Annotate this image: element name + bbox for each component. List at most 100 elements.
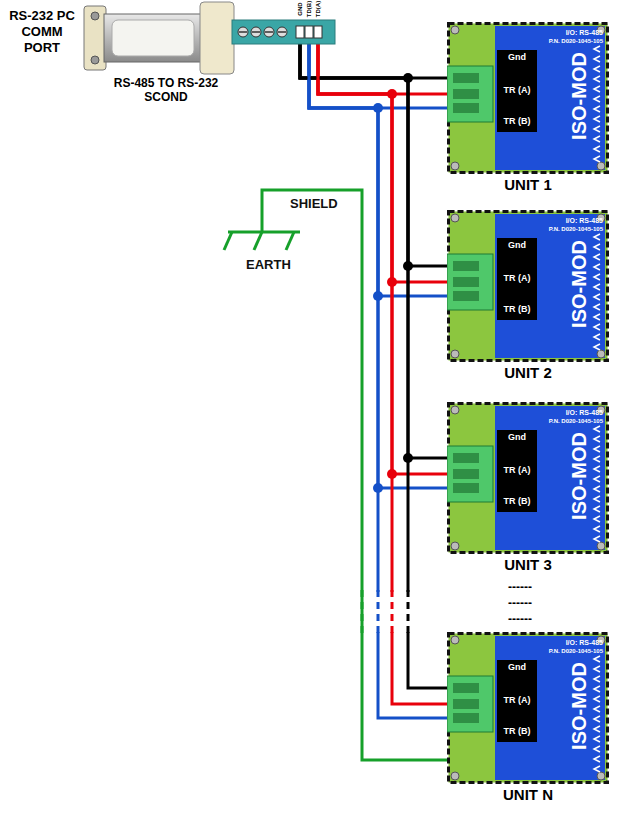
converter-label: RS-485 TO RS-232 SCOND: [104, 76, 228, 104]
chevron: [594, 56, 600, 62]
terminal-slot: [453, 277, 479, 287]
chevron: [594, 536, 600, 542]
chevron: [594, 334, 600, 340]
chevron: [594, 136, 600, 142]
corner-screw: [451, 542, 459, 550]
chevron: [594, 106, 600, 112]
part-number: P.N. D020-1045-105: [539, 37, 603, 45]
wire: [309, 44, 447, 718]
terminal-slot: [453, 713, 479, 723]
module-name: ISO-MOD: [567, 234, 591, 334]
bus-cable: [300, 44, 447, 718]
terminal-connector: [447, 254, 493, 310]
part-number: P.N. D020-1045-105: [539, 647, 603, 655]
module-board: [449, 634, 608, 783]
port-label: RS-232 PC COMM PORT: [2, 8, 82, 56]
corner-screw: [451, 214, 459, 222]
terminal-screw: [251, 27, 261, 37]
chevron: [594, 466, 600, 472]
chevron: [594, 766, 600, 772]
chevron: [594, 666, 600, 672]
chevron: [594, 496, 600, 502]
terminal-label-plate: [497, 430, 537, 512]
chevron: [594, 304, 600, 310]
chevron: [594, 716, 600, 722]
bus-cable: [300, 44, 447, 301]
wire-label: EARTH: [246, 257, 291, 273]
continuation-mark: ------: [508, 596, 532, 611]
terminal-connector: [447, 676, 493, 732]
terminal-name: Gnd: [497, 662, 537, 673]
io-label: I/O: RS-485: [539, 216, 603, 225]
chevron: [594, 476, 600, 482]
terminal-slot: [453, 699, 479, 709]
continuation-mark: ------: [508, 612, 532, 627]
module-panel: [495, 26, 605, 170]
chevron: [594, 66, 600, 72]
rs485-module: GndTR (A)TR (B)I/O: RS-485P.N. D020-1045…: [447, 402, 609, 574]
terminal-slot: [453, 453, 479, 463]
break-ground: [355, 592, 415, 632]
terminal-name: GND: [296, 0, 304, 21]
terminal-slot: [453, 73, 479, 83]
terminal-name: TR (A): [497, 273, 537, 284]
terminal-label-plate: [497, 50, 537, 132]
wire: [318, 44, 447, 94]
dashed-wire: [407, 590, 410, 634]
chevron: [594, 726, 600, 732]
chevron: [594, 126, 600, 132]
terminal-name: TD(B): [305, 0, 313, 21]
chevron: [594, 344, 600, 350]
module-name: ISO-MOD: [567, 656, 591, 756]
wire: [318, 44, 447, 704]
terminal-name: TR (B): [497, 304, 537, 315]
terminal-name: TR (B): [497, 496, 537, 507]
terminal-block: [232, 20, 335, 44]
terminal-slot: [453, 103, 479, 113]
screw-slot: [278, 31, 286, 33]
module-name: ISO-MOD: [567, 46, 591, 146]
rs485-module: GndTR (A)TR (B)I/O: RS-485P.N. D020-1045…: [447, 632, 609, 804]
terminal-name: Gnd: [497, 52, 537, 63]
terminal-name: TR (B): [497, 726, 537, 737]
chevron: [594, 426, 600, 432]
terminal-name: TR (B): [497, 116, 537, 127]
terminal-name: TR (A): [497, 85, 537, 96]
wire: [309, 44, 447, 108]
io-label: I/O: RS-485: [539, 28, 603, 37]
wire: [300, 44, 447, 78]
module-board: [449, 212, 608, 361]
chevron: [594, 156, 600, 162]
chevron: [594, 254, 600, 260]
corner-screw: [451, 772, 459, 780]
unit-caption: UNIT 3: [447, 556, 609, 574]
bus-cable: [300, 44, 447, 493]
chevron: [594, 96, 600, 102]
corner-screw: [597, 162, 605, 170]
unit-caption: UNIT N: [447, 786, 609, 804]
screw-slot: [239, 31, 247, 33]
chevron: [594, 314, 600, 320]
wire: [300, 44, 447, 688]
dashed-wire: [377, 590, 380, 634]
wire-label: SHIELD: [290, 196, 338, 212]
converter: RS-232 PC COMM PORT RS-485 TO RS-232 SCON…: [0, 0, 340, 105]
corner-screw: [597, 350, 605, 358]
chevron: [594, 736, 600, 742]
wire: [318, 44, 447, 282]
chevron: [594, 294, 600, 300]
screw: [91, 12, 99, 20]
shield-wire: [262, 190, 447, 760]
terminal-name: TD(A): [314, 0, 322, 21]
terminal-name: Gnd: [497, 240, 537, 251]
earth-symbol: [224, 232, 300, 250]
terminal-name: TR (A): [497, 465, 537, 476]
chevron: [594, 274, 600, 280]
chevron: [594, 324, 600, 330]
part-number: P.N. D020-1045-105: [539, 417, 603, 425]
terminal-label-plate: [497, 238, 537, 320]
chevron: [594, 696, 600, 702]
db9-flange: [84, 6, 106, 70]
module-panel: [495, 636, 605, 780]
corner-screw: [451, 636, 459, 644]
